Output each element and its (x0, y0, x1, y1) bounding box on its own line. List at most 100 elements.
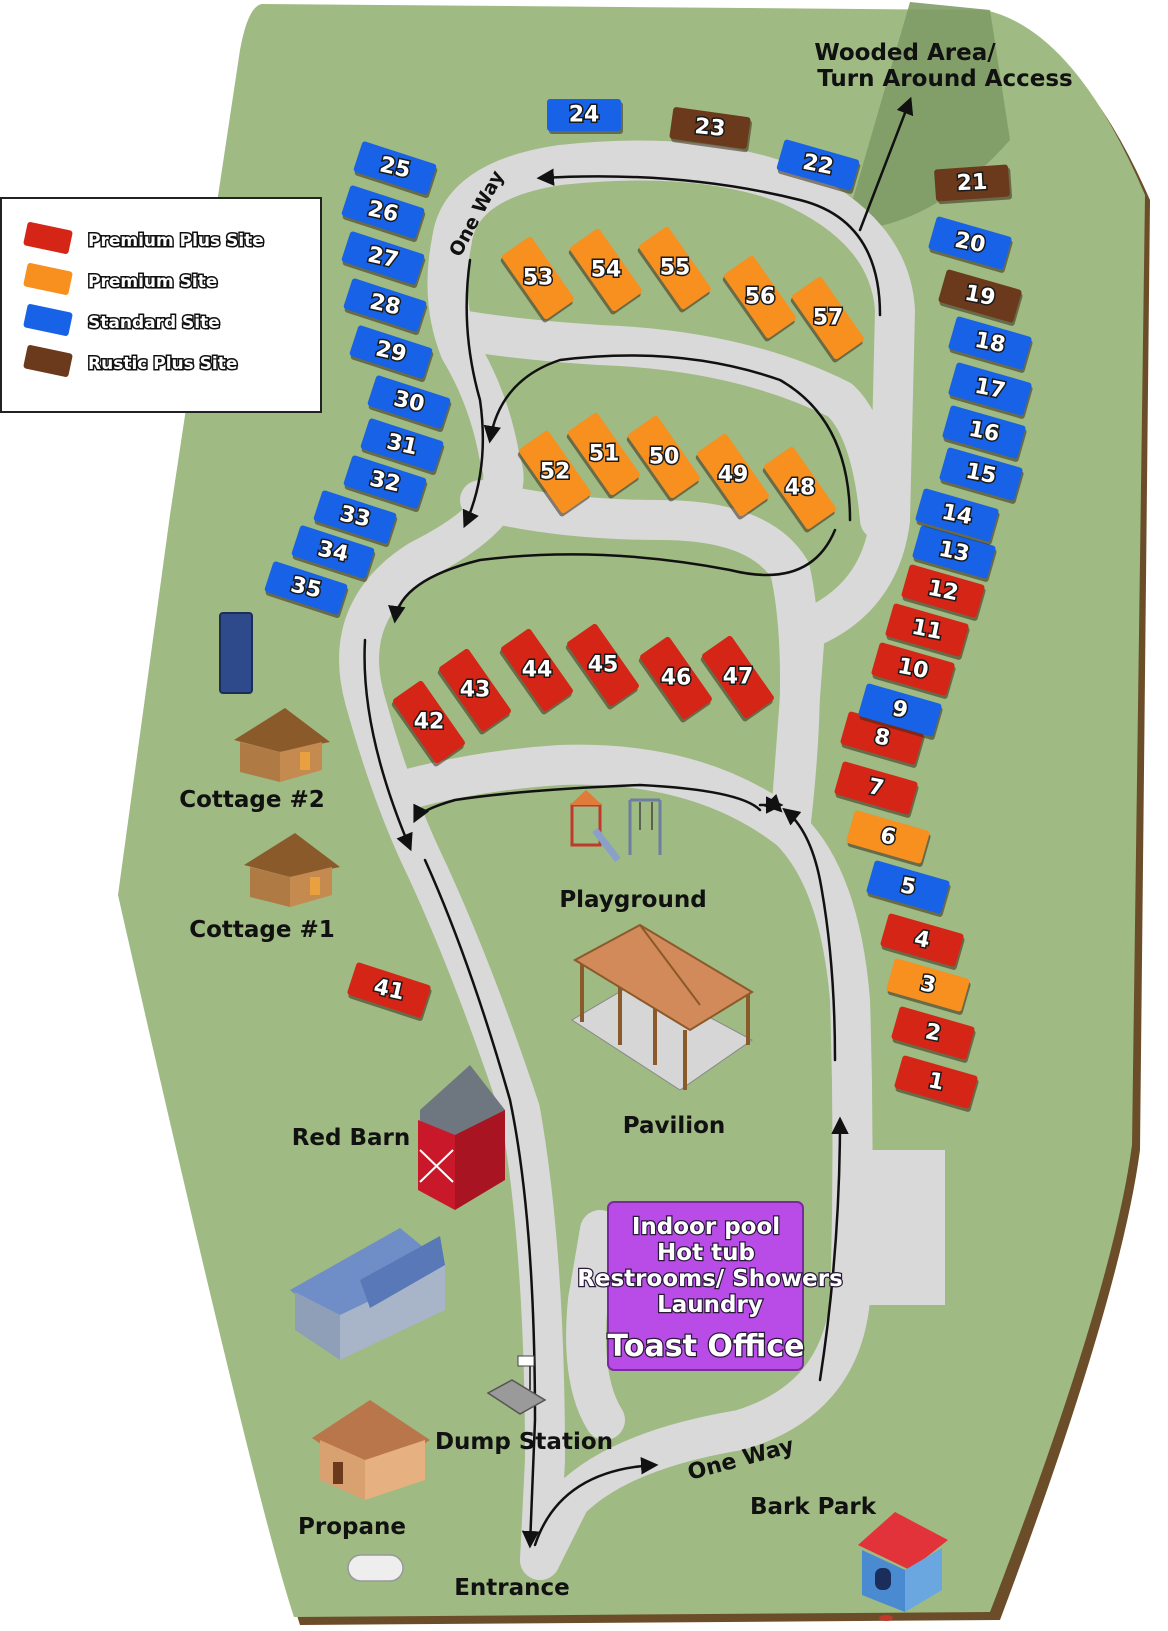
campsite-2[interactable]: 2 (890, 1006, 977, 1064)
campsite-42[interactable]: 42 (389, 679, 468, 768)
campsite-27[interactable]: 27 (340, 231, 427, 289)
campsite-pad (776, 139, 860, 191)
campsite-1[interactable]: 1 (893, 1055, 980, 1113)
campsite-pad (264, 561, 348, 615)
legend-swatch-premium (23, 263, 73, 295)
campsite-pad (702, 635, 774, 719)
campsite-6[interactable]: 6 (845, 810, 932, 868)
campsite-51[interactable]: 51 (564, 411, 643, 500)
legend-swatch-premium-plus (23, 222, 73, 254)
campsite-pad (939, 447, 1023, 501)
campsite-pad (880, 913, 964, 967)
campsite-34[interactable]: 34 (290, 525, 377, 583)
campsite-18[interactable]: 18 (947, 316, 1034, 374)
campsite-24[interactable]: 24 (547, 99, 623, 134)
campsite-number: 1 (926, 1068, 946, 1095)
playground-icon (570, 790, 662, 863)
campsite-9[interactable]: 9 (857, 683, 944, 741)
campsite-45[interactable]: 45 (563, 622, 642, 711)
campsite-pad (313, 490, 397, 544)
campsite-pad (570, 228, 642, 312)
campsite-number: 53 (523, 266, 554, 291)
propane-building-icon (312, 1400, 430, 1500)
campsite-41[interactable]: 41 (346, 962, 434, 1022)
campsite-50[interactable]: 50 (624, 414, 703, 503)
campsite-12[interactable]: 12 (900, 564, 987, 622)
campsite-23[interactable]: 23 (669, 107, 753, 153)
campsite-15[interactable]: 15 (938, 447, 1025, 505)
dump-station-icon (486, 1355, 547, 1415)
legend-label-premium: Premium Site (88, 272, 217, 292)
campsite-14[interactable]: 14 (914, 488, 1001, 546)
campsite-32[interactable]: 32 (342, 455, 429, 513)
campsite-56[interactable]: 56 (720, 254, 799, 343)
campsite-4[interactable]: 4 (879, 913, 966, 971)
campsite-number: 43 (460, 678, 491, 703)
legend-swatch-rustic-plus (23, 345, 73, 377)
campsite-13[interactable]: 13 (911, 525, 998, 583)
campsites: 1234567891011121314151617181920212223242… (263, 99, 1034, 1113)
campsite-21[interactable]: 21 (934, 164, 1013, 205)
campsite-54[interactable]: 54 (566, 227, 645, 316)
campsite-52[interactable]: 52 (515, 429, 594, 518)
campsite-number: 19 (963, 281, 998, 311)
campsite-20[interactable]: 20 (927, 216, 1014, 274)
campsite-26[interactable]: 26 (340, 185, 427, 243)
campsite-pad (866, 860, 950, 914)
campsite-pad (567, 623, 639, 707)
campsite-pad (885, 603, 969, 657)
pavilion-label: Pavilion (623, 1113, 726, 1139)
campsite-35[interactable]: 35 (263, 561, 350, 619)
legend-swatch-standard (23, 304, 73, 336)
campsite-pad (640, 636, 712, 720)
campsite-8[interactable]: 8 (839, 711, 926, 769)
campsite-48[interactable]: 48 (760, 445, 839, 534)
campsite-47[interactable]: 47 (698, 634, 777, 723)
campsite-number: 16 (967, 417, 1002, 447)
campsite-49[interactable]: 49 (693, 432, 772, 521)
campsite-30[interactable]: 30 (366, 375, 453, 433)
campsite-29[interactable]: 29 (348, 325, 435, 383)
campsite-number: 44 (522, 658, 553, 683)
campsite-number: 49 (718, 463, 749, 488)
campsite-number: 23 (694, 114, 727, 142)
campsite-31[interactable]: 31 (359, 418, 446, 476)
campsite-17[interactable]: 17 (947, 362, 1034, 420)
campsite-pad (846, 810, 930, 864)
campsite-44[interactable]: 44 (497, 627, 576, 716)
roads (339, 96, 945, 1580)
campsite-33[interactable]: 33 (312, 490, 399, 548)
campsite-10[interactable]: 10 (870, 642, 957, 700)
campsite-55[interactable]: 55 (635, 225, 714, 314)
campsite-16[interactable]: 16 (941, 405, 1028, 463)
cottage-2-label: Cottage #2 (179, 787, 325, 813)
campsite-pad (942, 405, 1026, 459)
legend-label-premium-plus: Premium Plus Site (88, 231, 264, 251)
campsite-number: 50 (649, 445, 680, 470)
campsite-28[interactable]: 28 (342, 278, 429, 336)
campsite-25[interactable]: 25 (352, 141, 439, 199)
campsite-57[interactable]: 57 (788, 275, 867, 364)
cottage-1-label: Cottage #1 (189, 917, 335, 943)
campsite-53[interactable]: 53 (498, 235, 577, 324)
campsite-pad (547, 99, 621, 131)
campsite-19[interactable]: 19 (937, 269, 1024, 327)
campsite-46[interactable]: 46 (636, 635, 715, 724)
campsite-22[interactable]: 22 (775, 139, 862, 195)
campsite-5[interactable]: 5 (865, 860, 952, 918)
campsite-3[interactable]: 3 (885, 958, 972, 1016)
office-line-2: Hot tub (657, 1240, 755, 1266)
storage-building (219, 612, 253, 694)
campsite-pad (894, 1055, 978, 1109)
campsite-pad (886, 958, 970, 1012)
campsite-11[interactable]: 11 (884, 603, 971, 661)
main-house-icon (290, 1228, 445, 1360)
campsite-number: 55 (660, 256, 691, 281)
office-line-1: Indoor pool (632, 1214, 780, 1240)
campsite-7[interactable]: 7 (833, 761, 920, 819)
campsite-number: 42 (414, 710, 445, 735)
campsite-number: 24 (569, 103, 600, 128)
campsite-43[interactable]: 43 (435, 647, 514, 736)
campsite-pad (834, 761, 918, 815)
campsite-number: 6 (878, 823, 898, 850)
